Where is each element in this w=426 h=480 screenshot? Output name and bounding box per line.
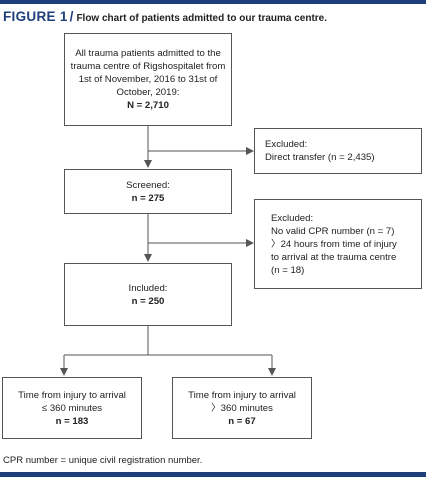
arrival-le-line-1: Time from injury to arrival — [18, 389, 126, 401]
excluded-1-line-1: Direct transfer (n = 2,435) — [265, 152, 375, 163]
all-patients-line-1: All trauma patients admitted to the — [75, 48, 221, 59]
all-patients-box: All trauma patients admitted to the trau… — [64, 33, 232, 126]
screened-count: n = 275 — [131, 192, 165, 204]
figure-slash: / — [69, 9, 74, 24]
all-patients-line-2: trauma centre of Rigshospitalet from — [70, 61, 226, 72]
included-count: n = 250 — [131, 295, 165, 307]
top-rule — [0, 0, 426, 4]
excluded-1-title: Excluded: — [265, 139, 308, 150]
all-patients-line-4: October, 2019: — [116, 87, 180, 98]
excluded-2-line-1: No valid CPR number (n = 7) — [271, 225, 395, 237]
arrival-gt-line-2: 〉360 minutes — [211, 402, 273, 414]
footnote: CPR number = unique civil registration n… — [3, 455, 203, 466]
arrival-gt-360-box: Time from injury to arrival 〉360 minutes… — [172, 377, 312, 439]
excluded-invalid-box: Excluded: No valid CPR number (n = 7) 〉2… — [254, 199, 422, 289]
screened-title: Screened: — [126, 179, 170, 191]
included-title: Included: — [128, 282, 168, 294]
arrival-gt-count: n = 67 — [228, 415, 256, 427]
excluded-2-title: Excluded: — [271, 212, 314, 224]
arrival-le-line-2: ≤ 360 minutes — [41, 402, 103, 414]
all-patients-line-3: 1st of November, 2016 to 31st of — [78, 74, 218, 85]
excluded-direct-transfer-box: Excluded: Direct transfer (n = 2,435) — [254, 128, 422, 174]
figure-label: FIGURE 1 — [3, 9, 68, 24]
figure-caption: Flow chart of patients admitted to our t… — [76, 13, 328, 24]
excluded-2-line-3: to arrival at the trauma centre — [271, 251, 397, 263]
excluded-2-line-4: (n = 18) — [271, 264, 305, 276]
screened-box: Screened: n = 275 — [64, 169, 232, 214]
bottom-rule — [0, 472, 426, 477]
all-patients-count: N = 2,710 — [127, 100, 169, 111]
figure-title: FIGURE 1/Flow chart of patients admitted… — [3, 8, 327, 26]
included-box: Included: n = 250 — [64, 263, 232, 326]
excluded-2-line-2: 〉24 hours from time of injury — [271, 238, 397, 250]
arrival-gt-line-1: Time from injury to arrival — [188, 389, 296, 401]
arrival-le-count: n = 183 — [55, 415, 89, 427]
arrival-le-360-box: Time from injury to arrival ≤ 360 minute… — [2, 377, 142, 439]
